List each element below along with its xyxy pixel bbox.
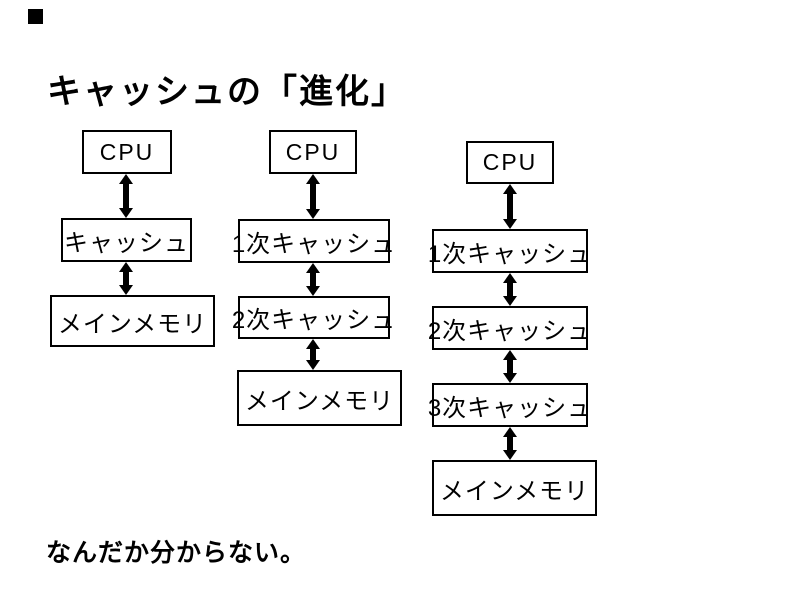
arrow-head-up	[119, 174, 133, 184]
arrow-head-up	[306, 174, 320, 184]
arrow-head-up	[306, 339, 320, 349]
slide-footer-note: なんだか分からない。	[46, 539, 307, 567]
up-down-arrow-icon	[503, 350, 517, 383]
up-down-arrow-icon	[306, 263, 320, 296]
arrow-head-up	[503, 273, 517, 283]
arrow-shaft	[507, 357, 513, 376]
col3-main-memory-box: メインメモリ	[432, 460, 597, 516]
col2-cpu-box: CPU	[269, 130, 357, 174]
arrow-shaft	[507, 434, 513, 453]
arrow-head-down	[306, 286, 320, 296]
arrow-head-down	[503, 296, 517, 306]
col1-main-memory-box: メインメモリ	[50, 295, 215, 347]
up-down-arrow-icon	[306, 174, 320, 219]
arrow-head-up	[503, 427, 517, 437]
col3-l1-cache-box: 1次キャッシュ	[428, 229, 591, 273]
arrow-shaft	[507, 280, 513, 299]
arrow-head-up	[119, 262, 133, 272]
arrow-shaft	[310, 270, 316, 289]
col2-main-memory-box: メインメモリ	[237, 370, 402, 426]
up-down-arrow-icon	[119, 262, 133, 295]
up-down-arrow-icon	[306, 339, 320, 370]
slide-title: キャッシュの「進化」	[47, 73, 407, 111]
col3-l3-cache-box: 3次キャッシュ	[428, 383, 591, 427]
col3-cpu-box: CPU	[466, 141, 554, 184]
arrow-head-down	[119, 208, 133, 218]
col2-l1-cache-box: 1次キャッシュ	[232, 219, 395, 263]
arrow-shaft	[310, 181, 316, 212]
arrow-head-up	[503, 350, 517, 360]
arrow-head-down	[306, 360, 320, 370]
arrow-head-down	[119, 285, 133, 295]
arrow-shaft	[310, 346, 316, 363]
up-down-arrow-icon	[503, 273, 517, 306]
up-down-arrow-icon	[119, 174, 133, 218]
arrow-head-down	[503, 219, 517, 229]
col1-cache-box: キャッシュ	[61, 218, 192, 262]
up-down-arrow-icon	[503, 427, 517, 460]
arrow-shaft	[507, 191, 513, 222]
arrow-head-up	[503, 184, 517, 194]
arrow-head-down	[503, 373, 517, 383]
arrow-shaft	[123, 181, 129, 211]
col2-l2-cache-box: 2次キャッシュ	[232, 296, 395, 339]
arrow-head-down	[503, 450, 517, 460]
corner-square-marker	[28, 9, 43, 24]
arrow-shaft	[123, 269, 129, 288]
arrow-head-up	[306, 263, 320, 273]
col1-cpu-box: CPU	[82, 130, 172, 174]
arrow-head-down	[306, 209, 320, 219]
up-down-arrow-icon	[503, 184, 517, 229]
col3-l2-cache-box: 2次キャッシュ	[428, 306, 591, 350]
